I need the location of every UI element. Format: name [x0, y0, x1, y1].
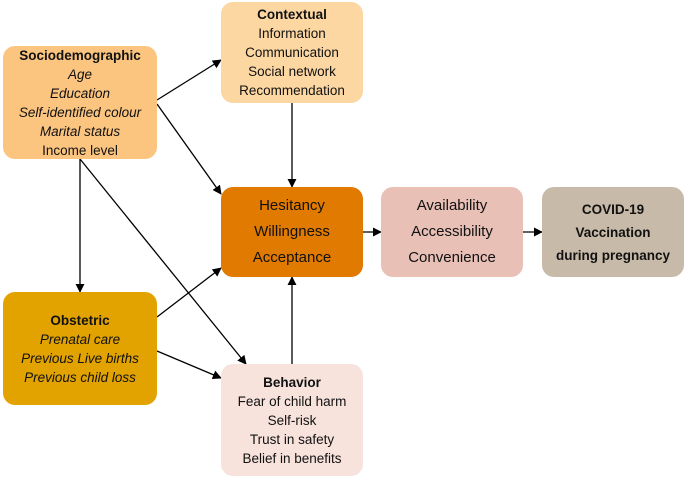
sociodemographic-item: Income level [42, 142, 118, 158]
sociodemographic-item: Education [49, 85, 111, 101]
sociodemographic-title: Sociodemographic [19, 47, 141, 63]
arrow-socio-to-behavior [79, 158, 247, 365]
availability-item: Availability [416, 197, 488, 214]
behavior-title: Behavior [263, 374, 321, 390]
contextual-item: Recommendation [239, 83, 345, 98]
obstetric-item: Previous Live births [21, 350, 139, 366]
hesitancy-item: Hesitancy [259, 197, 325, 214]
contextual-title: Contextual [257, 7, 327, 22]
behavior-item: Trust in safety [249, 431, 335, 447]
obstetric-item: Prenatal care [39, 331, 121, 347]
obstetric-box: Obstetric Prenatal care Previous Live bi… [3, 292, 157, 405]
hesitancy-item: Acceptance [252, 249, 332, 266]
contextual-box: Contextual Information Communication Soc… [221, 2, 363, 103]
obstetric-title: Obstetric [50, 312, 110, 328]
outcome-line: COVID-19 [581, 201, 645, 217]
arrow-obstetric-to-behavior [156, 350, 222, 380]
sociodemographic-item: Self-identified colour [18, 104, 142, 120]
availability-item: Accessibility [411, 223, 493, 240]
outcome-line: during pregnancy [555, 247, 670, 263]
contextual-item: Social network [248, 64, 336, 79]
behavior-box: Behavior Fear of child harm Self-risk Tr… [221, 364, 363, 476]
contextual-item: Communication [245, 45, 339, 60]
hesitancy-item: Willingness [254, 223, 330, 240]
behavior-item: Belief in benefits [242, 450, 342, 466]
availability-box: Availability Accessibility Convenience [381, 187, 523, 277]
arrow-socio-to-context [156, 59, 222, 101]
behavior-item: Self-risk [267, 412, 317, 428]
availability-item: Convenience [408, 249, 496, 266]
hesitancy-box: Hesitancy Willingness Acceptance [221, 187, 363, 277]
obstetric-item: Previous child loss [24, 369, 136, 385]
behavior-item: Fear of child harm [237, 393, 347, 409]
contextual-item: Information [258, 26, 326, 41]
outcome-line: Vaccination [575, 224, 651, 240]
sociodemographic-item: Age [67, 66, 93, 82]
sociodemographic-box: Sociodemographic Age Education Self-iden… [3, 46, 157, 159]
sociodemographic-item: Marital status [39, 123, 121, 139]
outcome-box: COVID-19 Vaccination during pregnancy [542, 187, 684, 277]
arrow-socio-to-hesitancy [156, 103, 222, 195]
arrow-obstetric-to-hesitancy [156, 267, 222, 318]
